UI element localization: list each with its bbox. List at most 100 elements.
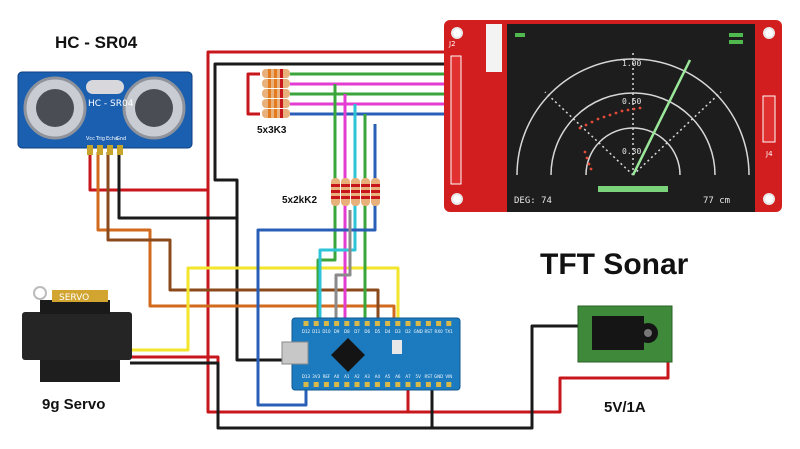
nano-pin-label: REF	[323, 374, 331, 379]
tft-header-j4	[762, 95, 776, 143]
nano-pin	[436, 321, 442, 326]
tft-screen	[507, 24, 755, 212]
wire-black-power	[432, 324, 582, 430]
nano-pin	[425, 382, 431, 387]
resistor	[371, 178, 380, 206]
nano-pin-label: RX0	[435, 329, 444, 334]
servo-body	[22, 312, 132, 360]
nano-pin-label: D4	[385, 329, 391, 334]
wire-green-down-1	[316, 84, 337, 322]
wire-red-servo	[130, 355, 220, 412]
nano-pin-label: A7	[405, 374, 411, 379]
power-jack: 5V/1A	[577, 305, 673, 416]
sensor-pin-gnd: Gnd	[116, 136, 126, 142]
nano-pin-label: A4	[375, 374, 381, 379]
sensor-pins: Vcc Trig Echo Gnd	[86, 136, 126, 155]
wire-black-servo	[130, 361, 220, 372]
nano-pin-label: GND	[414, 329, 423, 334]
resistors-3k3-label: 5x3K3	[257, 125, 287, 136]
nano-pin	[425, 321, 431, 326]
nano-pin	[313, 321, 319, 326]
nano-pin-label: A2	[354, 374, 360, 379]
nano-pin	[313, 382, 319, 387]
nano-pin-label: D5	[375, 329, 381, 334]
resistor	[262, 79, 290, 88]
nano-pin	[364, 382, 370, 387]
resistor-bank-3k3: 5x3K3	[257, 69, 290, 136]
radar-sweep-line	[631, 59, 692, 176]
sensor-label: HC - SR04	[55, 33, 138, 52]
tft-j4-label: J4	[765, 150, 773, 158]
nano-pin	[395, 321, 401, 326]
wire-black-gnd-main	[216, 372, 434, 430]
resistor	[262, 109, 290, 118]
nano-pin	[446, 382, 452, 387]
nano-pin	[323, 382, 329, 387]
sensor-pin-trig: Trig	[95, 136, 105, 142]
nano-pin-label: 5V	[416, 374, 422, 379]
nano-pin	[405, 382, 411, 387]
resistors-2k2-label: 5x2kK2	[282, 195, 317, 206]
nano-pin	[334, 382, 340, 387]
tft-header-j2	[450, 55, 462, 185]
resistor	[361, 178, 370, 206]
nano-pin	[415, 382, 421, 387]
mount-hole	[763, 27, 775, 39]
usb-port	[281, 341, 309, 365]
nano-pin-label: GND	[434, 374, 443, 379]
wire-brown-echo	[106, 152, 380, 322]
radar-ring-label-2: 0.60	[622, 97, 641, 106]
resistor	[262, 89, 290, 98]
nano-pin-label: TX1	[444, 329, 453, 334]
nano-pin-label: D10	[322, 329, 331, 334]
nano-pin	[385, 321, 391, 326]
hc-sr04-sensor: HC - SR04 HC - SR04 Vcc Trig Echo Gnd	[17, 33, 193, 155]
wire-red-power	[408, 340, 670, 414]
resistor	[262, 99, 290, 108]
nano-pin	[374, 321, 380, 326]
nano-pin-label: A3	[365, 374, 371, 379]
nano-pin	[385, 382, 391, 387]
nano-pin	[364, 321, 370, 326]
mount-hole	[451, 27, 463, 39]
nano-pin	[344, 382, 350, 387]
nano-pin	[334, 321, 340, 326]
nano-pin-label: D2	[405, 329, 411, 334]
reset-button[interactable]	[392, 340, 402, 354]
servo-horn	[33, 286, 47, 300]
diagram-title: TFT Sonar	[540, 248, 689, 281]
sensor-pin-vcc: Vcc	[86, 136, 95, 142]
servo-label: 9g Servo	[42, 396, 105, 413]
tft-j2-label: J2	[448, 40, 456, 48]
resistor	[351, 178, 360, 206]
tft-display: J2 J4 1.00 0.60 0.30 DEG: 74 77 cm	[444, 20, 782, 212]
mount-hole	[451, 193, 463, 205]
nano-pin-label: A6	[395, 374, 401, 379]
nano-pin	[374, 382, 380, 387]
nano-pin	[303, 382, 309, 387]
nano-pin-label: D8	[344, 329, 350, 334]
nano-pin	[354, 321, 360, 326]
radar-ring-label-1: 1.00	[622, 59, 641, 68]
radar-echo-points	[578, 106, 642, 171]
nano-pin-label: RST	[425, 329, 433, 334]
wire-blue-down	[256, 124, 377, 407]
nano-pin	[446, 321, 452, 326]
nano-pin	[405, 321, 411, 326]
nano-pin-label: RST	[425, 374, 433, 379]
sensor-pin-echo: Echo	[106, 136, 118, 142]
nano-pin	[303, 321, 309, 326]
resistor	[262, 69, 290, 78]
deg-readout: DEG: 74	[514, 196, 552, 206]
wire-red-5v-left	[206, 190, 410, 414]
nano-pin-label: A1	[344, 374, 350, 379]
mount-hole	[763, 193, 775, 205]
nano-pin-label: D11	[312, 329, 321, 334]
wire-cyan-down	[318, 104, 357, 322]
nano-pin-label: D12	[302, 329, 311, 334]
nano-pin-label: D3	[395, 329, 401, 334]
radar-base-bar	[598, 186, 668, 192]
